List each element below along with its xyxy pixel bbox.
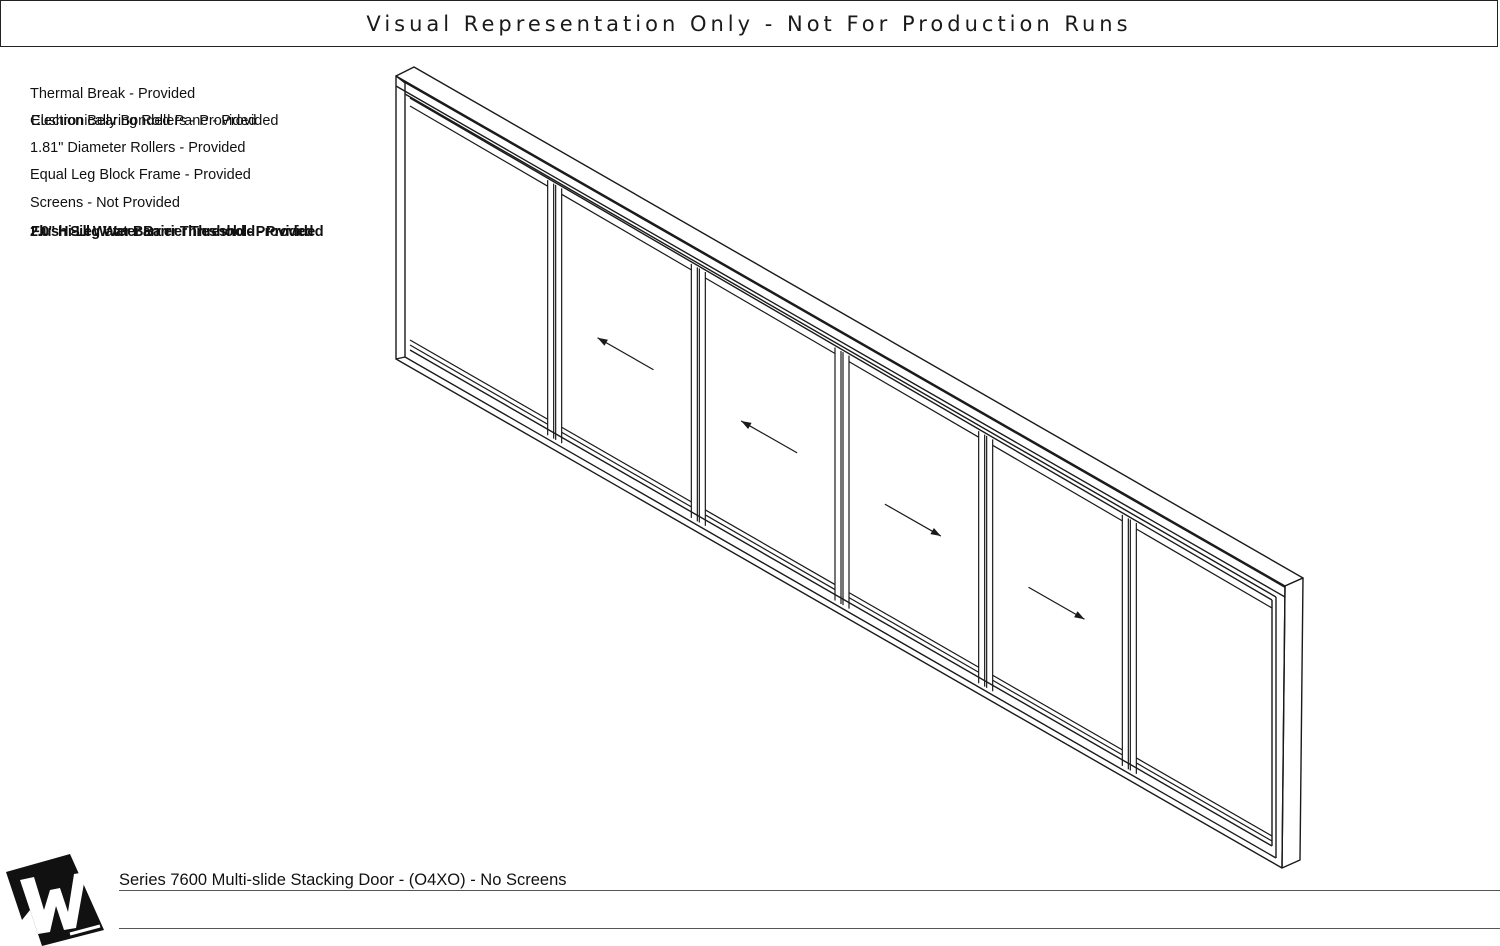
panel-bottom-rail-3: [848, 592, 979, 668]
frame-left-jamb: [395, 75, 406, 360]
feature-overlap-text-a: Cushion Bearing Rollers - Provided: [30, 113, 257, 129]
panel-bottom-rail-2: [705, 509, 836, 586]
disclaimer-text: Visual Representation Only - Not For Pro…: [366, 11, 1132, 36]
frame-head-line-2: [404, 93, 1277, 598]
panel-top-rail-2: [705, 277, 836, 355]
feature-threshold-text-b: Flush Sill Water Barrier Threshold - Pro…: [31, 224, 313, 240]
door-panels: [409, 105, 1273, 842]
frame-sill-inner: [404, 356, 1277, 859]
panel-bottom-rail-b-3: [848, 597, 979, 673]
feature-block-frame: Equal Leg Block Frame - Provided: [30, 167, 251, 183]
panel-bottom-rail-b-0: [409, 344, 548, 425]
feature-thermal-break: Thermal Break - Provided: [30, 86, 196, 102]
footer-rule: [119, 928, 1500, 929]
arrow-shaft-1: [597, 337, 654, 371]
door-frame: [395, 66, 1304, 869]
disclaimer-banner: Visual Representation Only - Not For Pro…: [0, 0, 1498, 47]
arrow-head-left-1: [597, 337, 608, 346]
panel-bottom-rail-b-1: [561, 431, 692, 508]
panel-bottom-rail-b-5: [1136, 762, 1273, 842]
slide-direction-arrows: [597, 337, 1085, 620]
frame-head-line-3: [409, 97, 1273, 601]
feature-screens: Screens - Not Provided: [30, 195, 180, 211]
arrow-shaft-2: [740, 420, 798, 454]
panel-bottom-rail-b-4: [992, 679, 1123, 756]
arrow-shaft-4: [1028, 586, 1085, 620]
arrow-head-left-2: [741, 420, 752, 429]
panel-bottom-rail-1: [561, 426, 692, 503]
panel-top-rail-3: [848, 361, 979, 438]
feature-overlap-text-b: Electronically Bonded Pane - Provided: [31, 113, 279, 129]
frame-right-jamb-edge: [1281, 585, 1286, 869]
product-title: Series 7600 Multi-slide Stacking Door - …: [119, 871, 567, 889]
panel-bottom-rail-b-2: [705, 514, 836, 591]
w-brand-logo-icon: [6, 854, 104, 946]
panel-bottom-rail-4: [992, 674, 1123, 751]
panel-top-rail-0: [409, 105, 548, 187]
arrow-shaft-3: [884, 503, 942, 537]
panel-top-rail-1: [561, 193, 692, 271]
feature-threshold-text-a: 2.0" Hi-Leg Water Barrier Threshold - Pr…: [30, 224, 324, 240]
logo-w-letter: [20, 872, 86, 934]
panel-bottom-rail-5: [1136, 757, 1273, 837]
frame-top-inner-line: [398, 78, 1289, 590]
frame-head-line-1: [395, 85, 1286, 598]
feature-rollers: 1.81" Diameter Rollers - Provided: [30, 140, 246, 156]
panel-bottom-rail-0: [409, 339, 548, 420]
arrow-head-right-3: [930, 528, 941, 537]
panel-top-rail-4: [992, 444, 1123, 522]
title-underline: [119, 890, 1500, 891]
frame-sill-outer: [395, 358, 1283, 869]
panel-top-rail-5: [1136, 528, 1273, 609]
arrow-head-right-4: [1074, 611, 1085, 620]
